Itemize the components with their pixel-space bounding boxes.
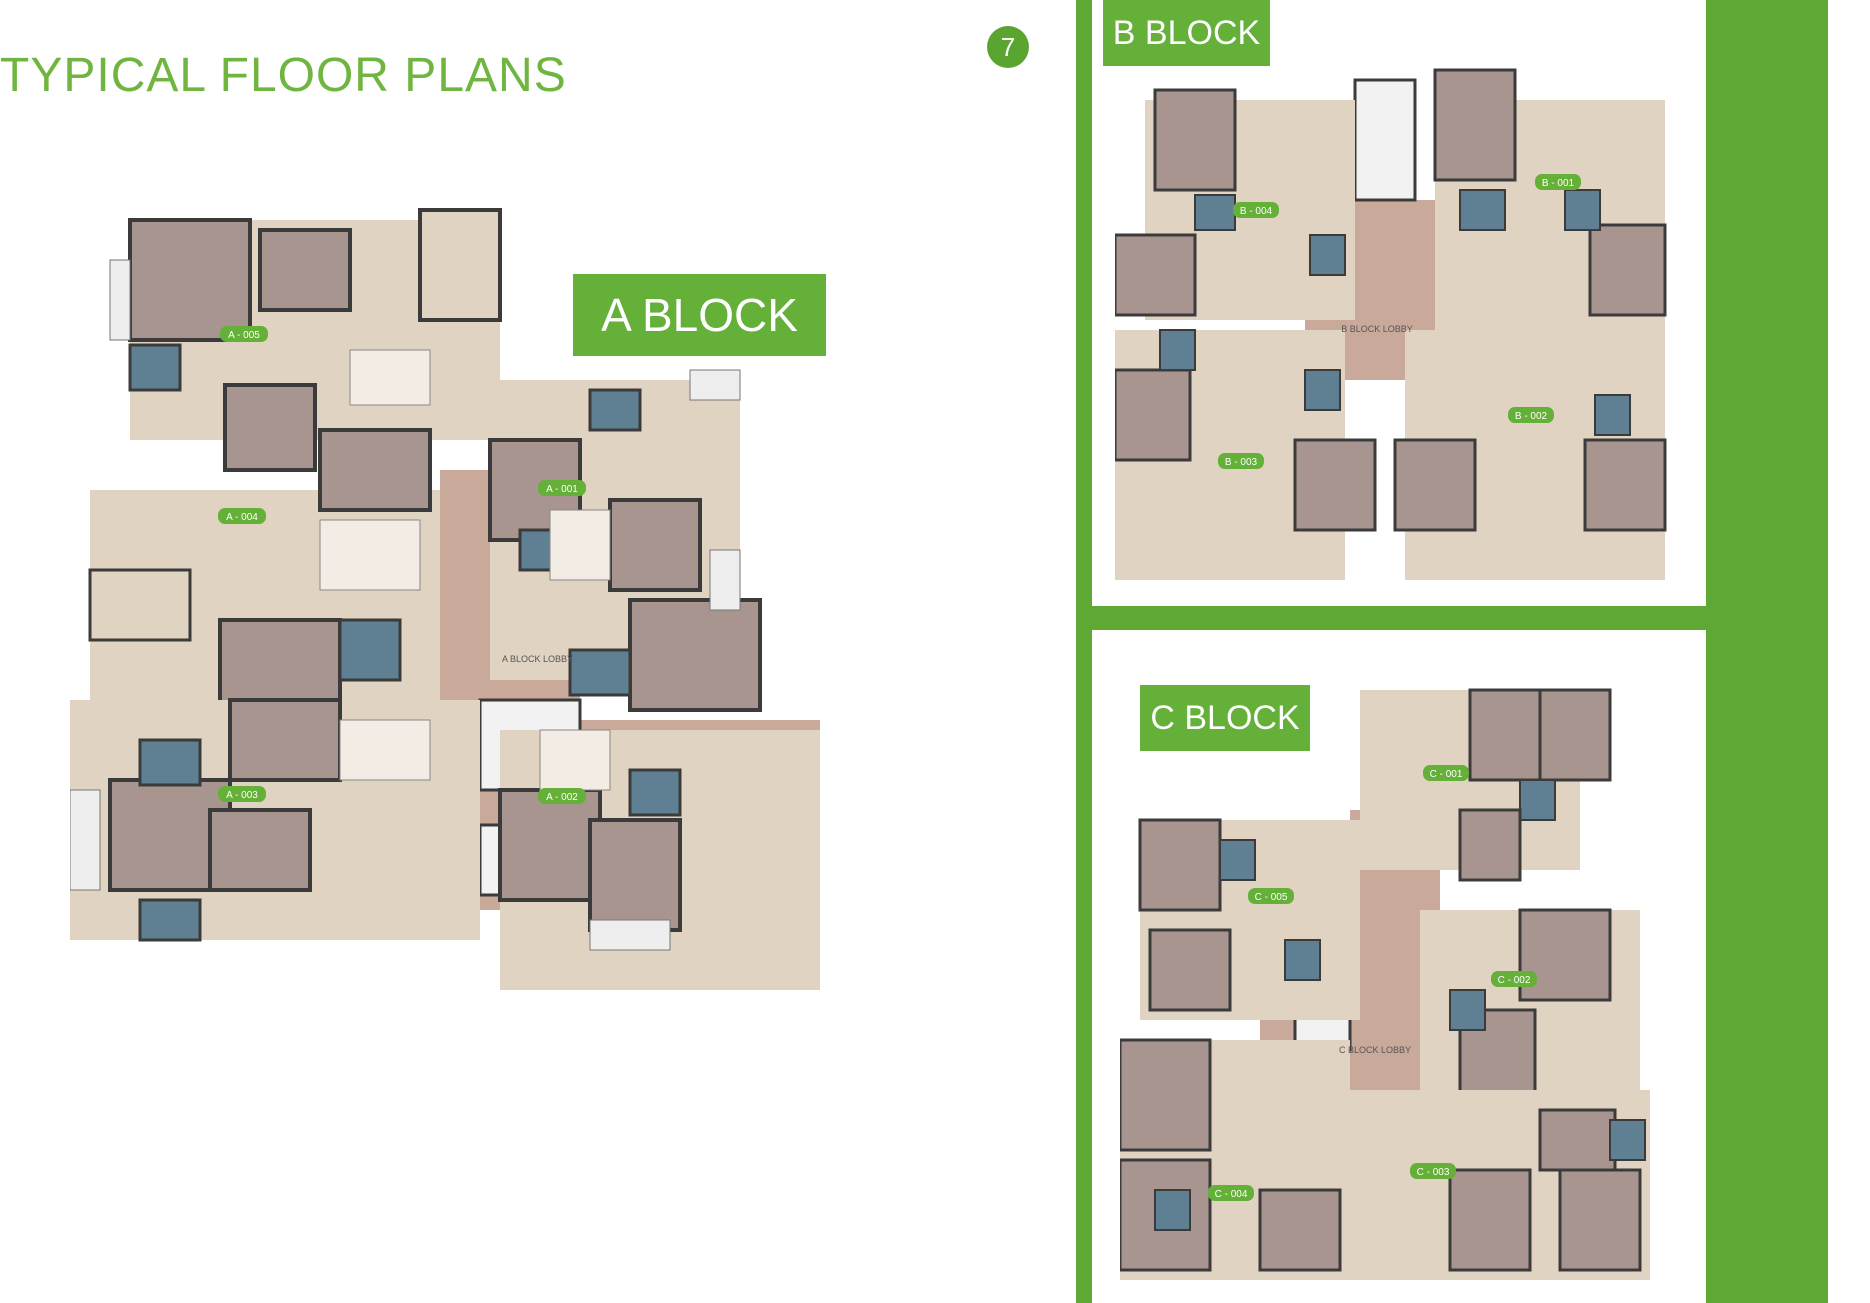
a-block-label: A BLOCK xyxy=(573,274,826,356)
svg-text:C - 001: C - 001 xyxy=(1430,769,1463,780)
svg-text:A - 005: A - 005 xyxy=(228,330,260,341)
svg-text:A - 002: A - 002 xyxy=(546,792,578,803)
unit-tag-a-003: A - 003 xyxy=(218,786,266,802)
unit-tag-c-001: C - 001 xyxy=(1423,765,1469,781)
unit-tag-c-004: C - 004 xyxy=(1208,1185,1254,1201)
a-block-floor-plan: A BLOCK LOBBY A - 005 A - 004 A - 001 A … xyxy=(70,208,820,990)
svg-text:B - 003: B - 003 xyxy=(1225,457,1258,468)
svg-text:B - 004: B - 004 xyxy=(1240,206,1273,217)
unit-tag-c-003: C - 003 xyxy=(1410,1163,1456,1179)
svg-text:A - 004: A - 004 xyxy=(226,512,258,523)
c-block-label: C BLOCK xyxy=(1140,685,1310,751)
b-block-lobby-label: B BLOCK LOBBY xyxy=(1341,324,1413,334)
unit-tag-b-004: B - 004 xyxy=(1233,202,1279,218)
unit-tag-b-003: B - 003 xyxy=(1218,453,1264,469)
unit-tag-b-002: B - 002 xyxy=(1508,407,1554,423)
unit-tag-a-005: A - 005 xyxy=(220,326,268,342)
svg-text:A - 001: A - 001 xyxy=(546,484,578,495)
unit-tag-a-002: A - 002 xyxy=(538,788,586,804)
page-title: TYPICAL FLOOR PLANS xyxy=(0,49,567,102)
a-block-lobby-label: A BLOCK LOBBY xyxy=(502,654,573,664)
svg-text:C - 003: C - 003 xyxy=(1417,1167,1450,1178)
c-block-floor-plan: C BLOCK LOBBY C - 001 C - 005 C - 002 C … xyxy=(1120,688,1650,1280)
svg-text:B - 002: B - 002 xyxy=(1515,411,1548,422)
c-block-lobby-label: C BLOCK LOBBY xyxy=(1339,1045,1411,1055)
unit-tag-c-002: C - 002 xyxy=(1491,971,1537,987)
svg-text:B - 001: B - 001 xyxy=(1542,178,1575,189)
b-block-floor-plan: B BLOCK LOBBY B - 004 B - 001 B - 002 B … xyxy=(1115,68,1667,580)
svg-text:C - 002: C - 002 xyxy=(1498,975,1531,986)
b-block-label: B BLOCK xyxy=(1103,0,1270,66)
svg-text:A - 003: A - 003 xyxy=(226,790,258,801)
page-number-badge: 7 xyxy=(987,26,1029,68)
svg-text:C - 005: C - 005 xyxy=(1255,892,1288,903)
unit-tag-a-001: A - 001 xyxy=(538,480,586,496)
unit-tag-a-004: A - 004 xyxy=(218,508,266,524)
svg-text:C - 004: C - 004 xyxy=(1215,1189,1248,1200)
unit-tag-b-001: B - 001 xyxy=(1535,174,1581,190)
unit-tag-c-005: C - 005 xyxy=(1248,888,1294,904)
